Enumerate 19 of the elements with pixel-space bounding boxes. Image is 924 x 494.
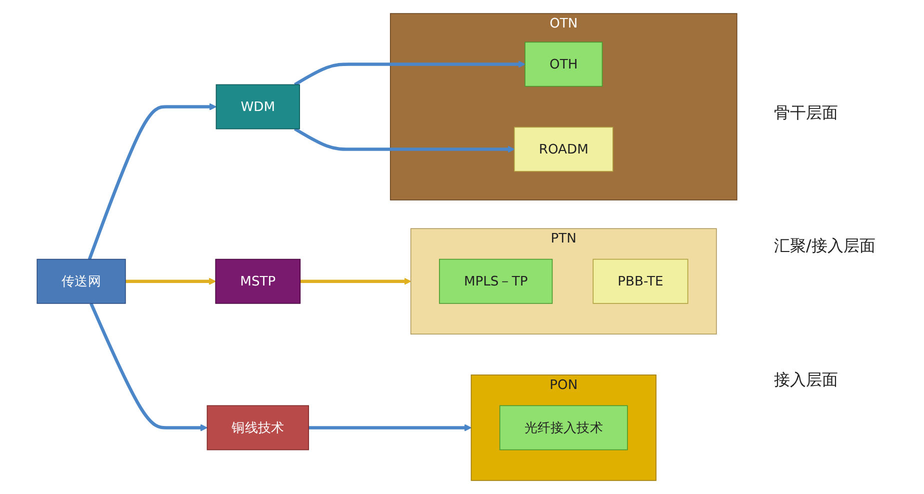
layer-label: 汇聚/接入层面 [774, 236, 876, 258]
node-box: ROADM [514, 126, 614, 172]
arrow [294, 60, 526, 86]
node-box: 传送网 [36, 258, 126, 304]
node-box: 铜线技术 [206, 405, 310, 450]
arrow [308, 424, 472, 432]
node-box: MSTP [215, 258, 301, 304]
node-box: 光纤接入技术 [499, 405, 628, 450]
node-box: WDM [216, 84, 300, 130]
arrow [294, 127, 515, 153]
layer-label: 接入层面 [774, 370, 839, 391]
arrow [90, 302, 208, 432]
arrow [88, 103, 217, 260]
arrow [300, 278, 412, 285]
node-box: OTH [524, 42, 603, 87]
layer-label: 骨干层面 [774, 103, 839, 124]
node-box: MPLS－TP [439, 258, 553, 304]
node-box: PBB-TE [592, 258, 688, 304]
arrow [125, 278, 216, 285]
